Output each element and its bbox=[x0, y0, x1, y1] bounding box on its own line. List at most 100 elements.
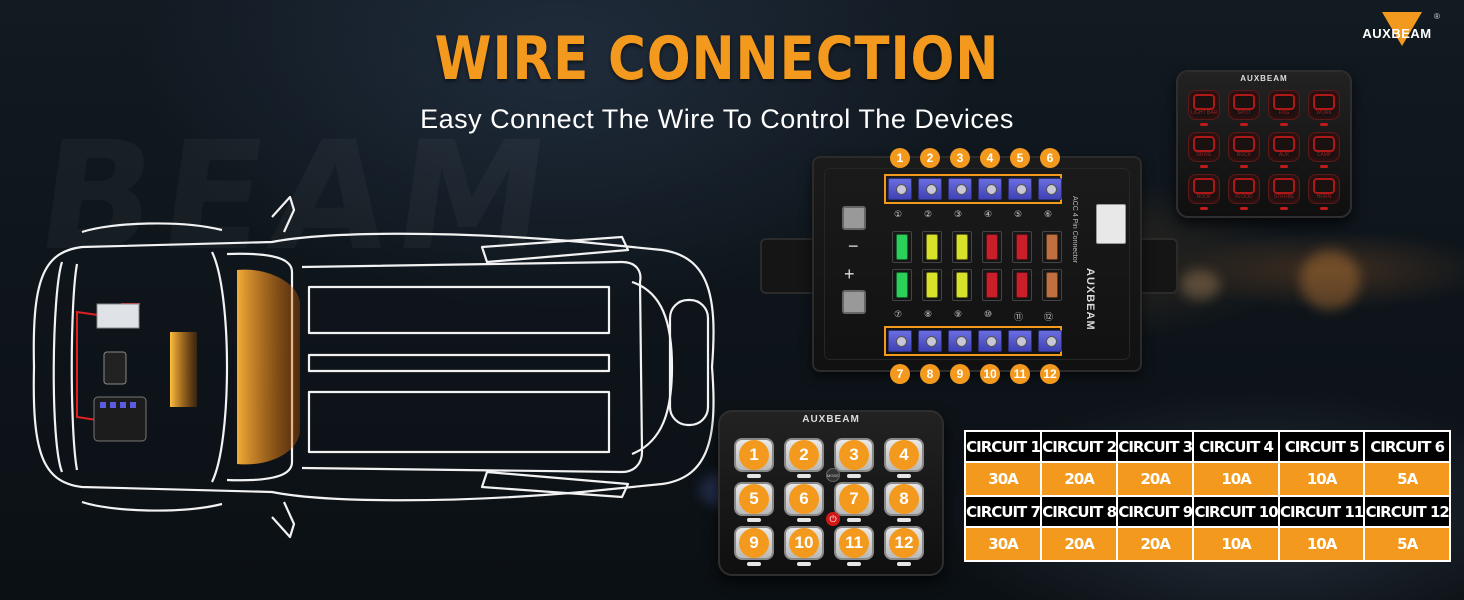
fuse bbox=[986, 234, 998, 260]
indicator-led bbox=[1240, 207, 1248, 210]
circuit-name: CIRCUIT 9 bbox=[1118, 497, 1193, 526]
circuit-amp: 20A bbox=[1042, 528, 1117, 560]
panel-button-8[interactable]: 8 bbox=[884, 482, 924, 516]
light-icon bbox=[1273, 178, 1295, 195]
light-icon bbox=[1273, 136, 1295, 153]
top-terminal-row bbox=[888, 178, 1062, 200]
fuse-socket bbox=[1012, 269, 1032, 301]
terminal-number-badge: 6 bbox=[1040, 148, 1060, 168]
indicator-led bbox=[1200, 165, 1208, 168]
positive-stud-icon bbox=[842, 290, 866, 314]
indicator-led bbox=[897, 518, 911, 522]
power-icon[interactable]: ⏻ bbox=[826, 512, 840, 526]
fuse-mark: ⑦ bbox=[894, 310, 903, 320]
panel-brand: AUXBEAM bbox=[1240, 74, 1288, 83]
panel-button-3[interactable]: 3 bbox=[834, 438, 874, 472]
button-label: FOG bbox=[1278, 110, 1290, 116]
fuse-mark: ⑫ bbox=[1044, 313, 1054, 323]
page-subtitle: Easy Connect The Wire To Control The Dev… bbox=[420, 104, 1014, 134]
red-panel-button-9[interactable]: ROOF bbox=[1188, 174, 1220, 204]
red-panel-button-8[interactable]: CAMP bbox=[1308, 132, 1340, 162]
light-icon bbox=[1233, 178, 1255, 195]
red-panel-button-2[interactable]: SPOT bbox=[1228, 90, 1260, 120]
indicator-led bbox=[747, 562, 761, 566]
panel-button-4[interactable]: 4 bbox=[884, 438, 924, 472]
panel-button-1[interactable]: 1 bbox=[734, 438, 774, 472]
button-number: 3 bbox=[839, 440, 869, 470]
circuit-name: CIRCUIT 7 bbox=[966, 497, 1041, 526]
circuit-name: CIRCUIT 8 bbox=[1042, 497, 1117, 526]
mode-button[interactable]: MODE bbox=[826, 468, 840, 482]
button-label: STROBE bbox=[1273, 194, 1295, 200]
button-number: 2 bbox=[789, 440, 819, 470]
light-icon bbox=[1193, 178, 1215, 195]
panel-button-9[interactable]: 9 bbox=[734, 526, 774, 560]
button-number: 12 bbox=[889, 528, 919, 558]
panel-button-11[interactable]: 11 bbox=[834, 526, 874, 560]
terminal bbox=[918, 178, 942, 200]
panel-button-5[interactable]: 5 bbox=[734, 482, 774, 516]
red-panel-button-6[interactable]: ROCK bbox=[1228, 132, 1260, 162]
circuit-name: CIRCUIT 5 bbox=[1279, 432, 1364, 461]
terminal-number-badge: 8 bbox=[920, 364, 940, 384]
panel-brand: AUXBEAM bbox=[802, 414, 860, 425]
circuit-amp: 10A bbox=[1279, 528, 1364, 560]
button-label: HORN bbox=[1316, 194, 1332, 200]
car-topview-illustration bbox=[32, 195, 715, 539]
terminal-number-badge: 7 bbox=[890, 364, 910, 384]
red-panel-button-4[interactable]: WORK bbox=[1308, 90, 1340, 120]
red-panel-button-11[interactable]: STROBE bbox=[1268, 174, 1300, 204]
button-label: CAMP bbox=[1316, 152, 1332, 158]
terminal bbox=[1008, 330, 1032, 352]
panel-button-12[interactable]: 12 bbox=[884, 526, 924, 560]
red-panel-button-7[interactable]: AUX bbox=[1268, 132, 1300, 162]
circuit-amp: 30A bbox=[966, 528, 1041, 560]
header: WIRE CONNECTION Easy Connect The Wire To… bbox=[0, 24, 1464, 135]
red-panel-button-1[interactable]: LIGHT BAR bbox=[1188, 90, 1220, 120]
terminal bbox=[948, 330, 972, 352]
terminal bbox=[948, 178, 972, 200]
red-panel-button-3[interactable]: FOG bbox=[1268, 90, 1300, 120]
fuse-socket bbox=[892, 231, 912, 263]
circuit-name: CIRCUIT 11 bbox=[1279, 497, 1364, 526]
fuse-socket bbox=[982, 231, 1002, 263]
panel-button-2[interactable]: 2 bbox=[784, 438, 824, 472]
circuit-name: CIRCUIT 2 bbox=[1042, 432, 1117, 461]
panel-button-7[interactable]: 7 bbox=[834, 482, 874, 516]
fuse-mark: ② bbox=[924, 210, 933, 220]
red-panel-button-12[interactable]: HORN bbox=[1308, 174, 1340, 204]
button-number: 10 bbox=[789, 528, 819, 558]
terminal-number-badge: 5 bbox=[1010, 148, 1030, 168]
red-panel-button-5[interactable]: DRIVE bbox=[1188, 132, 1220, 162]
terminal bbox=[978, 330, 1002, 352]
bokeh-light bbox=[1300, 250, 1360, 310]
circuit-name: CIRCUIT 10 bbox=[1194, 497, 1279, 526]
circuit-amp: 10A bbox=[1194, 528, 1278, 560]
circuit-amp: 20A bbox=[1042, 463, 1117, 495]
switch-panel-red: AUXBEAM LIGHT BAR SPOT FOG WORK DRIVE ROCK AUX… bbox=[1176, 70, 1352, 218]
circuit-amp: 5A bbox=[1365, 528, 1449, 560]
circuit-amp: 5A bbox=[1365, 463, 1449, 495]
indicator-led bbox=[747, 474, 761, 478]
indicator-led bbox=[1200, 207, 1208, 210]
fuse-socket bbox=[982, 269, 1002, 301]
panel-button-10[interactable]: 10 bbox=[784, 526, 824, 560]
terminal-number-badge: 2 bbox=[920, 148, 940, 168]
bokeh-light bbox=[1180, 270, 1220, 300]
terminal-number-badge: 11 bbox=[1010, 364, 1030, 384]
battery-icon bbox=[96, 303, 140, 329]
red-panel-button-10[interactable]: FLOOD bbox=[1228, 174, 1260, 204]
minus-label: − bbox=[848, 236, 859, 256]
fuse-mark: ③ bbox=[954, 210, 963, 220]
circuit-amp: 20A bbox=[1118, 528, 1193, 560]
panel-button-6[interactable]: 6 bbox=[784, 482, 824, 516]
button-number: 1 bbox=[739, 440, 769, 470]
indicator-led bbox=[797, 518, 811, 522]
light-icon bbox=[1233, 94, 1255, 111]
indicator-led bbox=[747, 518, 761, 522]
indicator-led bbox=[1200, 123, 1208, 126]
fuse bbox=[956, 272, 968, 298]
terminal bbox=[888, 330, 912, 352]
connector-label: ACC 4 Pin Connector bbox=[1071, 196, 1078, 263]
